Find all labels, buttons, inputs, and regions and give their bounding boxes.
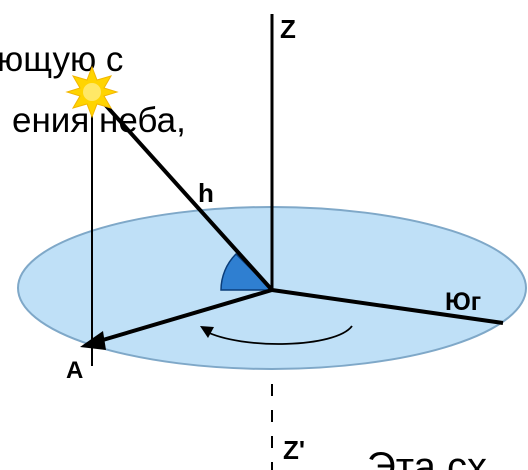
sun-direction-line [90, 88, 274, 292]
nadir-label: Z' [283, 435, 305, 465]
azimuth-arrowhead [80, 331, 106, 350]
azimuth-arc [204, 325, 353, 345]
south-label: Юг [445, 288, 481, 316]
azimuth-point-label: A [66, 357, 83, 384]
azimuth-direction-line [95, 288, 273, 344]
altitude-angle-wedge [220, 252, 274, 291]
azimuth-arc-arrowhead [200, 326, 214, 338]
zenith-label: Z [280, 14, 296, 44]
south-direction-line [271, 288, 504, 325]
background-text-line-2: ения неба, [12, 101, 186, 140]
sun-icon [65, 65, 119, 119]
background-text-bottom: Эта сх [367, 445, 487, 470]
altitude-label: h [198, 178, 214, 208]
background-text-line-1: ющую с [0, 40, 124, 79]
